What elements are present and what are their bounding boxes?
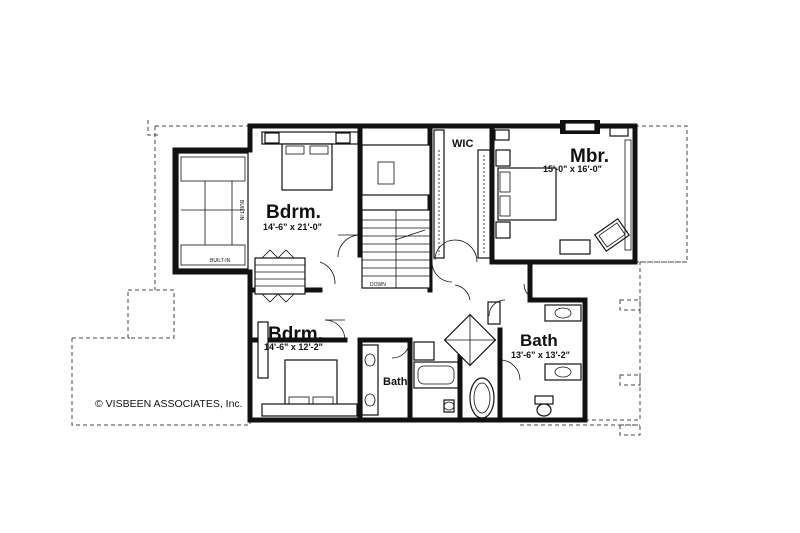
- bedroom-2-size: 14'-6" x 12'-2": [264, 342, 323, 352]
- master-bedroom-name: Mbr.: [570, 146, 609, 167]
- stair-down-label: DOWN: [370, 282, 386, 288]
- bed-1: [281, 143, 333, 191]
- master-bedroom: [494, 120, 632, 255]
- bedroom-1-closet: [254, 257, 306, 295]
- hall-bath-name: Bath: [383, 376, 408, 388]
- stair: DOWN: [361, 144, 431, 289]
- copyright-notice: © VISBEEN ASSOCIATES, Inc.: [95, 398, 243, 410]
- bed-2: [284, 359, 338, 407]
- built-in-bench: [177, 152, 249, 270]
- lounge-chair: [593, 217, 631, 253]
- wic-label: WIC: [452, 138, 473, 150]
- vanity-1: [544, 304, 582, 322]
- bedroom-1-size: 14'-6" x 21'-0": [263, 222, 322, 232]
- vanity-2: [544, 363, 582, 381]
- master-bath: [443, 283, 582, 419]
- master-bath-name: Bath: [520, 331, 558, 350]
- bedroom-2-name: Bdrm.: [268, 324, 323, 345]
- walk-in-closet: [431, 129, 491, 301]
- hall-door-swings: [434, 239, 506, 317]
- room-labels: Bdrm. 14'-6" x 21'-0" Bdrm. 14'-6" x 12'…: [263, 138, 609, 388]
- bedroom-1: BUILT-IN BUILT-IN: [177, 131, 361, 303]
- bedroom-2: [257, 319, 358, 417]
- master-bedroom-size: 15'-0" x 16'-0": [543, 164, 602, 174]
- toilet: [536, 403, 552, 417]
- built-in-note-1: BUILT-IN: [210, 258, 231, 264]
- master-bath-size: 13'-6" x 13'-2": [511, 350, 570, 360]
- stair-landing-closet: [361, 144, 431, 196]
- built-in-note-2: BUILT-IN: [238, 200, 244, 221]
- bedroom-1-name: Bdrm.: [266, 202, 321, 223]
- hall-bath: [361, 339, 459, 416]
- double-vanity: [361, 344, 379, 416]
- master-bed: [497, 167, 557, 221]
